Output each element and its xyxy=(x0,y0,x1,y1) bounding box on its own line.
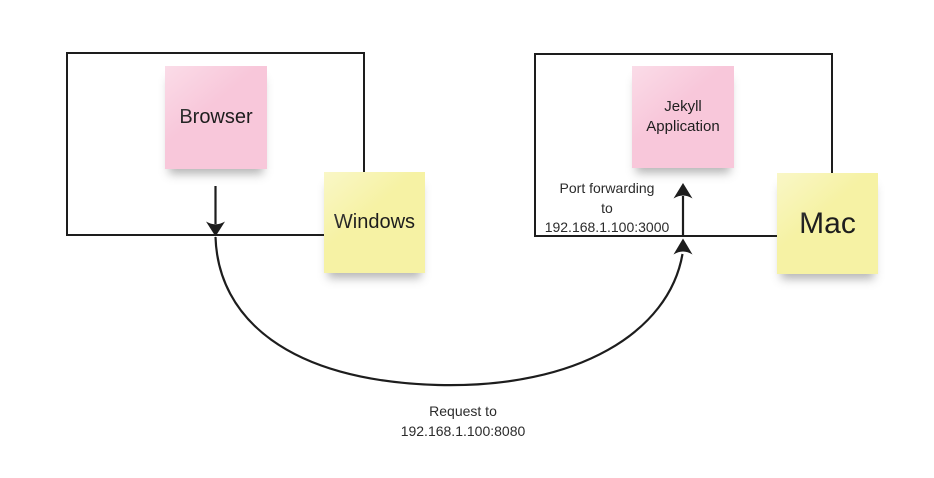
sticky-note-windows: Windows xyxy=(324,172,425,273)
windows-machine-box xyxy=(66,52,365,236)
jekyll-note-line-1: Jekyll xyxy=(664,98,702,115)
request-label: Request to 192.168.1.100:8080 xyxy=(383,402,543,441)
request-line-1: Request to xyxy=(429,403,497,419)
mac-note-label: Mac xyxy=(799,206,856,240)
sticky-note-mac: Mac xyxy=(777,173,878,274)
port-forwarding-line-3: 192.168.1.100:3000 xyxy=(544,219,670,235)
mac-machine-box xyxy=(534,53,833,237)
windows-note-label: Windows xyxy=(333,211,416,233)
sticky-note-browser: Browser xyxy=(165,66,267,169)
sticky-note-jekyll-application: Jekyll Application xyxy=(632,66,734,168)
jekyll-note-line-2: Application xyxy=(646,118,720,135)
request-line-2: 192.168.1.100:8080 xyxy=(400,422,526,439)
port-forwarding-label: Port forwarding to 192.168.1.100:3000 xyxy=(537,179,677,238)
arrow-request-curve xyxy=(214,236,693,387)
browser-note-label: Browser xyxy=(179,106,253,128)
port-forwarding-line-1: Port forwarding xyxy=(559,180,655,196)
port-forwarding-line-2: to xyxy=(601,199,613,216)
